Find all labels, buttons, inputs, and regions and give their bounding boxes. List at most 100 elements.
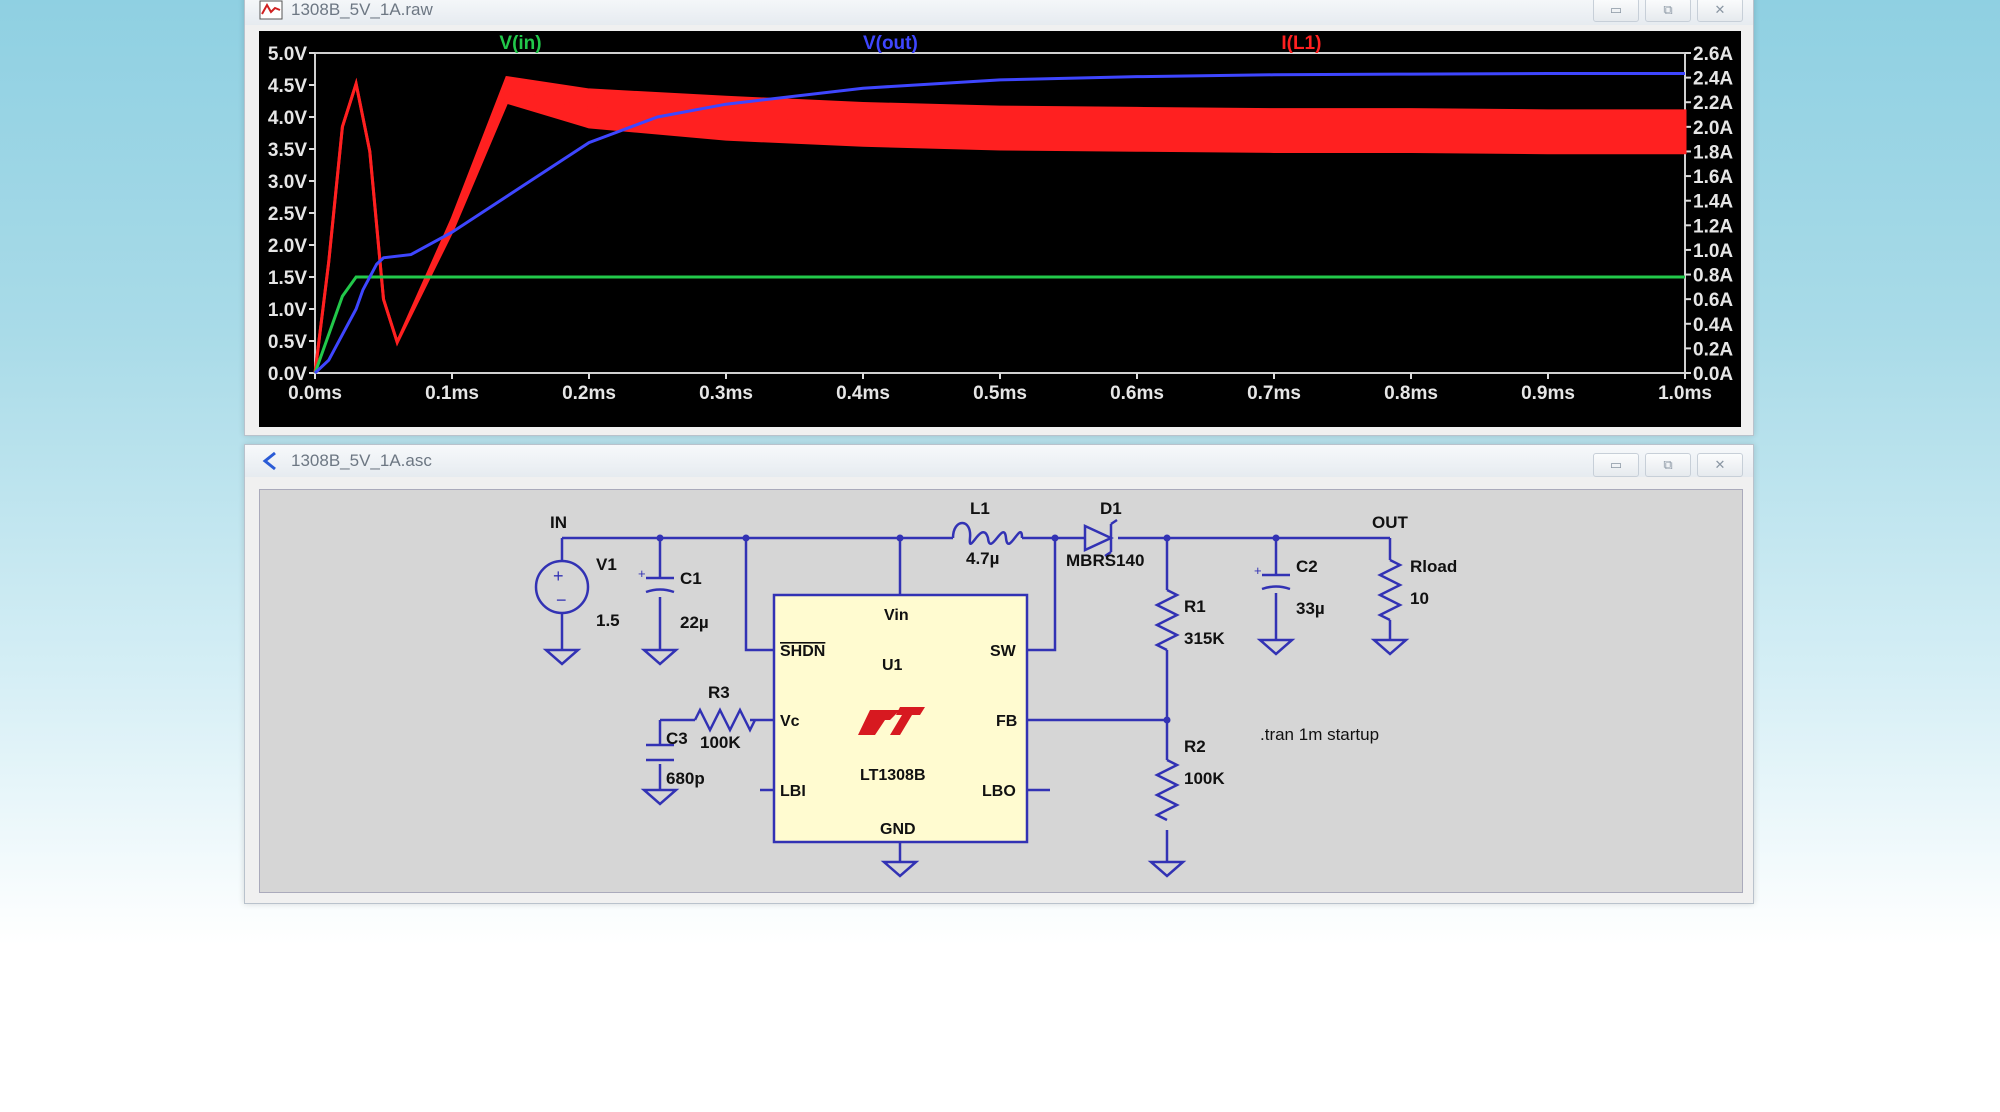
x-tick-label: 0.3ms: [699, 383, 753, 404]
waveform-icon: [259, 0, 283, 20]
u1-pin-sw: SW: [990, 643, 1017, 660]
y-right-tick-label: 0.8A: [1693, 266, 1733, 287]
r1-ref: R1: [1184, 597, 1206, 616]
x-tick-label: 0.2ms: [562, 383, 616, 404]
ground-icon: [640, 648, 680, 666]
schematic-titlebar[interactable]: 1308B_5V_1A.asc ▭ ⧉ ✕: [245, 445, 1753, 477]
u1-pin-lbi: LBI: [780, 783, 806, 800]
y-left-tick-label: 3.5V: [268, 140, 307, 161]
y-right-tick-label: 0.4A: [1693, 315, 1733, 336]
close-button[interactable]: ✕: [1697, 453, 1743, 477]
r2-ref: R2: [1184, 737, 1206, 756]
x-tick-label: 0.7ms: [1247, 383, 1301, 404]
rload-resistor[interactable]: [1377, 558, 1403, 622]
y-left-tick-label: 1.0V: [268, 300, 307, 321]
close-button[interactable]: ✕: [1697, 0, 1743, 22]
ground-icon: [880, 860, 920, 878]
schematic-canvas[interactable]: + − + +: [259, 489, 1743, 893]
c2-capacitor[interactable]: [1261, 573, 1291, 591]
schematic-icon: [262, 451, 276, 471]
minimize-icon: ▭: [1609, 2, 1623, 17]
y-right-tick-label: 1.8A: [1693, 142, 1733, 163]
y-left-tick-label: 3.0V: [268, 172, 307, 193]
y-right-tick-label: 2.6A: [1693, 44, 1733, 65]
y-left-tick-label: 0.0V: [268, 364, 307, 385]
x-tick-label: 1.0ms: [1658, 383, 1712, 404]
series-vin-line: [313, 275, 1685, 374]
net-label-out: OUT: [1372, 513, 1409, 532]
y-left-tick-label: 0.5V: [268, 332, 307, 353]
legend-il1[interactable]: I(L1): [1281, 33, 1321, 54]
schematic-drawing[interactable]: + − + +: [260, 490, 1742, 892]
r3-resistor[interactable]: [693, 707, 757, 733]
l1-value: 4.7µ: [966, 549, 999, 568]
v1-source[interactable]: + −: [534, 559, 590, 615]
minimize-icon: ▭: [1609, 457, 1623, 472]
u1-part-number: LT1308B: [860, 767, 926, 784]
spice-directive[interactable]: .tran 1m startup: [1260, 725, 1379, 744]
r2-resistor[interactable]: [1154, 758, 1180, 822]
schematic-window-title: 1308B_5V_1A.asc: [291, 451, 432, 470]
u1-ref: U1: [882, 657, 903, 674]
r1-resistor[interactable]: [1154, 588, 1180, 652]
minimize-button[interactable]: ▭: [1593, 453, 1639, 477]
y-right-tick-label: 0.0A: [1693, 364, 1733, 385]
r2-value: 100K: [1184, 769, 1225, 788]
u1-pin-lbo: LBO: [982, 783, 1016, 800]
v1-ref: V1: [596, 555, 617, 574]
minimize-button[interactable]: ▭: [1593, 0, 1639, 22]
r3-ref: R3: [708, 683, 730, 702]
ground-icon: [1256, 638, 1296, 656]
c2-ref: C2: [1296, 557, 1318, 576]
close-icon: ✕: [1714, 2, 1726, 17]
x-tick-label: 0.6ms: [1110, 383, 1164, 404]
series-il1-line: [313, 77, 1685, 374]
l1-ref: L1: [970, 499, 990, 518]
y-right-tick-label: 1.2A: [1693, 216, 1733, 237]
c1-capacitor[interactable]: [645, 576, 675, 594]
y-left-tick-label: 2.5V: [268, 204, 307, 225]
close-icon: ✕: [1714, 457, 1726, 472]
series-vout-line: [313, 71, 1685, 375]
u1-pin-gnd: GND: [880, 821, 916, 838]
d1-ref: D1: [1100, 499, 1122, 518]
c1-polarity: +: [638, 566, 646, 581]
rload-value: 10: [1410, 589, 1429, 608]
x-tick-label: 0.5ms: [973, 383, 1027, 404]
maximize-icon: ⧉: [1663, 457, 1673, 472]
y-left-tick-label: 4.0V: [268, 108, 307, 129]
c3-capacitor[interactable]: [646, 743, 674, 762]
d1-value: MBRS140: [1066, 551, 1144, 570]
wire-sw[interactable]: [1027, 538, 1057, 652]
ground-icon: [1147, 860, 1187, 878]
c3-ref: C3: [666, 729, 688, 748]
schematic-window: 1308B_5V_1A.asc ▭ ⧉ ✕: [244, 444, 1754, 904]
y-right-tick-label: 2.2A: [1693, 93, 1733, 114]
y-right-tick-label: 0.2A: [1693, 339, 1733, 360]
c3-value: 680p: [666, 769, 705, 788]
u1-pin-vin: Vin: [884, 607, 909, 624]
legend-vin[interactable]: V(in): [499, 33, 541, 54]
x-tick-label: 0.1ms: [425, 383, 479, 404]
waveform-titlebar[interactable]: 1308B_5V_1A.raw ▭ ⧉ ✕: [245, 0, 1753, 25]
wire-shdn[interactable]: [744, 538, 774, 652]
maximize-button[interactable]: ⧉: [1645, 453, 1691, 477]
rload-ref: Rload: [1410, 557, 1457, 576]
ground-icon: [542, 648, 582, 666]
maximize-button[interactable]: ⧉: [1645, 0, 1691, 22]
u1-pin-vc: Vc: [780, 713, 800, 730]
maximize-icon: ⧉: [1663, 2, 1673, 17]
l1-inductor[interactable]: [951, 521, 1024, 546]
y-right-tick-label: 1.4A: [1693, 192, 1733, 213]
net-label-in: IN: [550, 513, 567, 532]
r1-value: 315K: [1184, 629, 1225, 648]
v1-value: 1.5: [596, 611, 620, 630]
y-right-tick-label: 0.6A: [1693, 290, 1733, 311]
c2-value: 33µ: [1296, 599, 1325, 618]
r3-value: 100K: [700, 733, 741, 752]
d1-diode[interactable]: [1083, 518, 1118, 558]
legend-vout[interactable]: V(out): [863, 33, 918, 54]
